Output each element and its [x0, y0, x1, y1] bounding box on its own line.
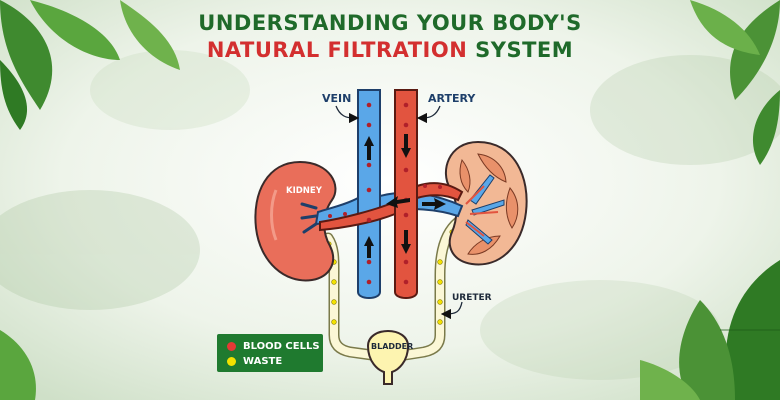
legend: BLOOD CELLS WASTE: [217, 334, 323, 372]
vein-vessel: [300, 89, 464, 299]
blood-cells: [328, 102, 442, 285]
leaf-bottom-left-icon: [0, 330, 36, 400]
kidney-label: KIDNEY: [286, 186, 323, 196]
title-rest: SYSTEM: [467, 38, 574, 62]
title-line-2: NATURAL FILTRATION SYSTEM: [0, 37, 780, 64]
legend-item-blood-cells: BLOOD CELLS: [227, 339, 320, 353]
arrow-up-icon: [364, 236, 374, 258]
waste-dot-icon: [227, 356, 236, 366]
artery-label: ARTERY: [428, 92, 476, 105]
title-line-1: UNDERSTANDING YOUR BODY'S: [198, 11, 582, 35]
leaf-top-left-icon: [0, 0, 180, 130]
arrow-right-icon: [422, 198, 446, 210]
arrow-down-icon: [401, 134, 411, 158]
ureter-tubes: [322, 216, 464, 361]
arrow-left-icon: [386, 196, 410, 208]
leaf-top-right-icon: [690, 0, 780, 165]
kidney-right: [445, 140, 528, 266]
kidney-left: [254, 160, 337, 282]
label-pointers: [335, 105, 463, 320]
page-title: UNDERSTANDING YOUR BODY'S NATURAL FILTRA…: [0, 10, 780, 64]
leaf-bottom-right-icon: [640, 260, 780, 400]
arrow-up-icon: [364, 136, 374, 160]
legend-label: WASTE: [243, 355, 283, 367]
title-highlight: NATURAL FILTRATION: [206, 38, 468, 62]
arrow-down-icon: [401, 230, 411, 254]
vein-label: VEIN: [322, 92, 351, 105]
flow-arrows: [364, 134, 446, 258]
legend-label: BLOOD CELLS: [243, 340, 320, 352]
legend-item-waste: WASTE: [227, 354, 282, 368]
ureter-label: URETER: [452, 293, 492, 303]
artery-vessel: [319, 89, 464, 299]
bladder-label: BLADDER: [371, 342, 413, 351]
bladder: [366, 330, 410, 385]
blood-cell-dot-icon: [227, 341, 236, 351]
